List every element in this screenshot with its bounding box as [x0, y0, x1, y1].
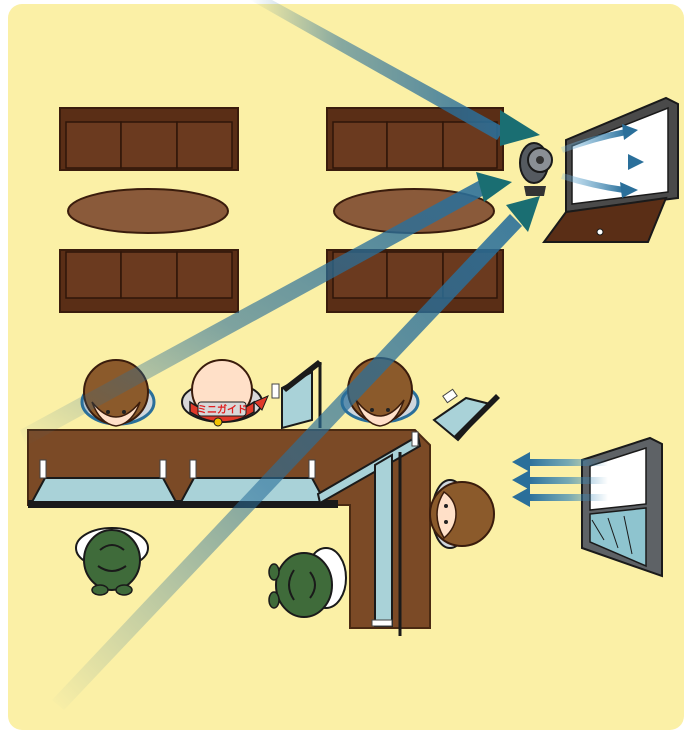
lounge-area-right: [327, 108, 503, 312]
lounge-area-left: [60, 108, 238, 312]
sofa: [60, 108, 238, 170]
cap-badge-text: ミニガイド: [197, 403, 247, 416]
customer: [430, 480, 494, 548]
window-inflow-arrows: [512, 452, 608, 507]
oval-table: [68, 189, 228, 233]
sofa: [60, 250, 238, 312]
